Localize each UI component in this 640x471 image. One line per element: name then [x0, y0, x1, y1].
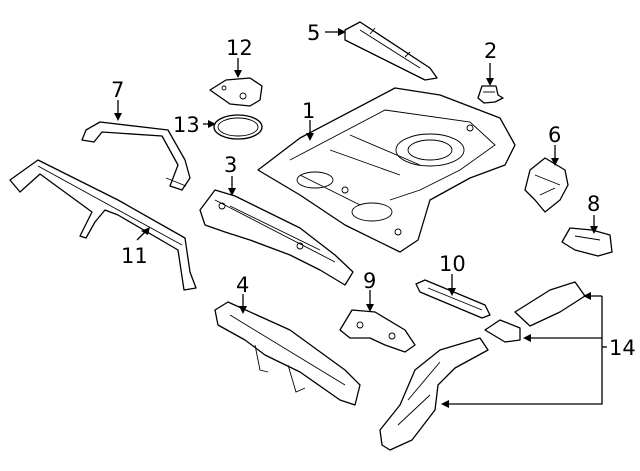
part-11-support-frame[interactable] [9, 159, 197, 291]
part-1-rear-floor-pan[interactable] [257, 87, 516, 253]
callout-3: 3 [224, 153, 237, 177]
part-3-side-member[interactable] [199, 189, 354, 286]
callout-13: 13 [173, 113, 200, 137]
part-5-crossmember[interactable] [344, 21, 438, 81]
part-14-rear-member-assembly[interactable] [379, 281, 586, 451]
callout-9: 9 [363, 269, 376, 293]
callout-14: 14 [609, 336, 636, 360]
leader-lines [114, 28, 603, 408]
callout-2: 2 [484, 39, 497, 63]
callout-8: 8 [587, 192, 600, 216]
part-8-bracket[interactable] [561, 227, 613, 257]
callout-4: 4 [236, 273, 249, 297]
part-7-support-bar[interactable] [81, 121, 191, 191]
callout-12: 12 [226, 36, 253, 60]
part-10-reinforcement[interactable] [415, 279, 491, 319]
callout-7: 7 [111, 78, 124, 102]
callout-1: 1 [302, 99, 315, 123]
part-6-bracket[interactable] [524, 157, 569, 213]
part-2-bracket[interactable] [477, 85, 504, 104]
callout-11: 11 [121, 244, 148, 268]
part-12-plate[interactable] [209, 77, 263, 107]
part-4-lower-rail[interactable] [214, 301, 361, 406]
callout-5: 5 [307, 21, 320, 45]
part-9-bracket-assembly[interactable] [339, 309, 416, 353]
callout-6: 6 [548, 123, 561, 147]
part-13-ring-seal[interactable] [213, 114, 263, 140]
callout-10: 10 [439, 252, 466, 276]
